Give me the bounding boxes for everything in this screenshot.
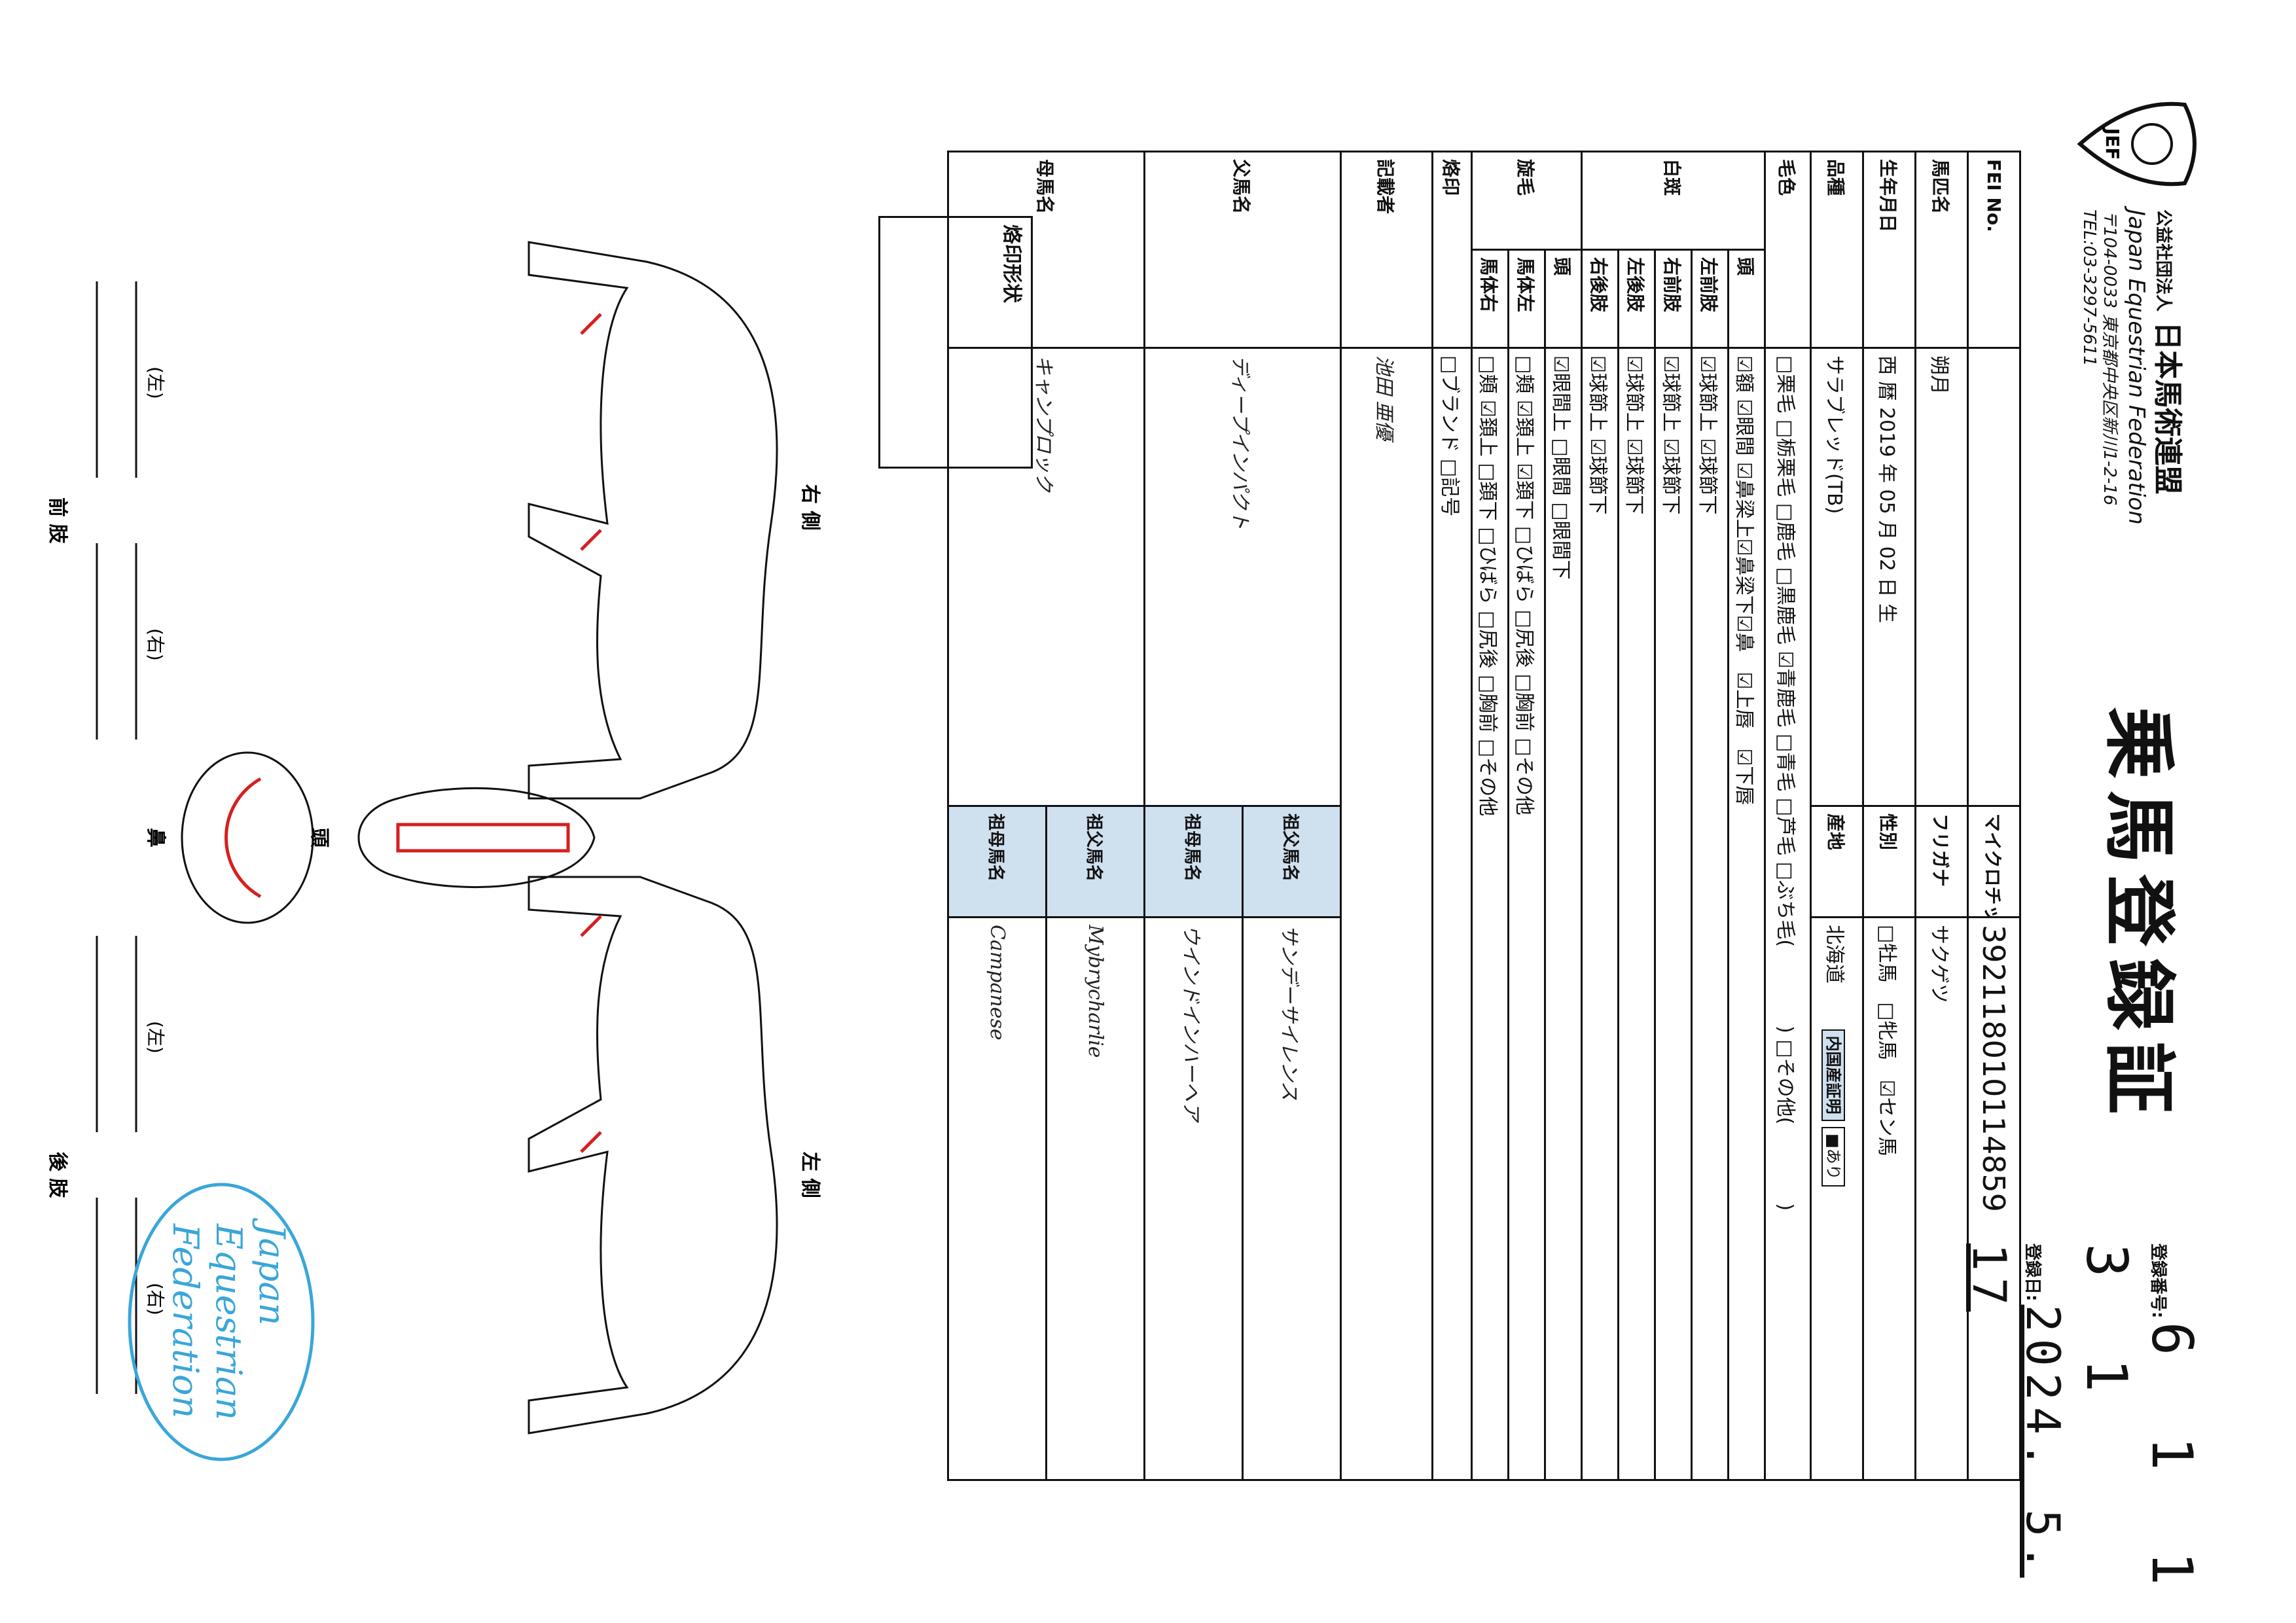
brand-label: 烙印 bbox=[1432, 151, 1472, 348]
hindleg-left-label: (左) bbox=[145, 1021, 166, 1054]
horse-nose bbox=[181, 751, 314, 924]
nose-label: 鼻 bbox=[144, 828, 167, 847]
hindlegs-label: 後 肢 bbox=[46, 1152, 69, 1198]
white-lh-options: ☑球節上 ☑球節下 bbox=[1618, 348, 1655, 1480]
sire-value: ディープインパクト bbox=[1144, 348, 1341, 806]
reg-number-label: 登録番号: bbox=[2148, 1243, 2168, 1319]
org-block: 公益社団法人 日本馬術連盟 Japan Equestrian Federatio… bbox=[2079, 209, 2191, 525]
color-label: 毛色 bbox=[1765, 151, 1811, 348]
white-head-options: ☑額 ☑眼間 ☑鼻梁上☑鼻梁下☑鼻 ☑上唇 ☑下唇 bbox=[1728, 348, 1765, 1480]
gdam-label: 祖母馬名 bbox=[1144, 806, 1243, 918]
org-tel: TEL:03-3297-5611 bbox=[2079, 209, 2099, 366]
whorl-left-label: 馬体左 bbox=[1508, 249, 1545, 348]
head-label: 頭 bbox=[308, 828, 331, 848]
reg-number: 6 1 1 3 1 bbox=[2073, 1243, 2204, 1609]
sire-label: 父馬名 bbox=[1144, 151, 1341, 348]
fei-value bbox=[1967, 348, 2020, 806]
org-type: 公益社団法人 bbox=[2153, 209, 2173, 312]
horse-outline-right-side bbox=[528, 241, 778, 800]
recorder-label: 記載者 bbox=[1340, 151, 1433, 348]
jef-logo-icon: JEF bbox=[2077, 101, 2197, 187]
breed-label: 品種 bbox=[1810, 151, 1863, 348]
microchip-value: 392118010114859 bbox=[1967, 917, 2020, 1480]
foreleg-left-label: (左) bbox=[145, 366, 166, 399]
furigana-value: サクゲツ bbox=[1915, 917, 1968, 1480]
gsire-value: サンデーサイレンス bbox=[1242, 917, 1341, 1480]
fei-label: FEI No. bbox=[1967, 151, 2020, 348]
white-rh-options: ☑球節上 ☑球節下 bbox=[1581, 348, 1619, 1480]
dgsire-label: 祖父馬名 bbox=[1046, 806, 1145, 918]
white-rh-label: 右後肢 bbox=[1581, 249, 1619, 348]
hindleg-right-label: (右) bbox=[145, 1283, 166, 1315]
leg-diagrams bbox=[96, 281, 137, 1394]
white-lh-label: 左後肢 bbox=[1618, 249, 1655, 348]
color-options: □栗毛 □栃栗毛 □鹿毛 □黒鹿毛 ☑青鹿毛 □青毛 □芦毛 □ぶち毛( ) □… bbox=[1765, 348, 1811, 1480]
brand-options: □ブランド □記号 bbox=[1432, 348, 1472, 1480]
stamp-line-2: Equestrian bbox=[208, 1224, 249, 1421]
left-side-label: 左 側 bbox=[798, 1152, 821, 1198]
page-title: 乗馬登録証 bbox=[2097, 707, 2181, 1126]
horse-head-front bbox=[357, 787, 596, 889]
name-value: 朔月 bbox=[1915, 348, 1968, 806]
forelegs-label: 前 肢 bbox=[46, 497, 69, 544]
whorl-label: 旋毛 bbox=[1471, 151, 1582, 250]
origin-label: 産地 bbox=[1810, 806, 1863, 918]
white-lf-label: 左前肢 bbox=[1691, 249, 1729, 348]
origin-cert-label: 内国産証明 bbox=[1821, 1029, 1846, 1121]
horse-diagram: 右 側 左 側 頭 鼻 (左) (右) (左) (右) 前 肢 後 肢 bbox=[46, 241, 821, 1435]
furigana-label: フリガナ bbox=[1915, 806, 1968, 918]
white-rf-label: 右前肢 bbox=[1655, 249, 1692, 348]
org-name-en: Japan Equestrian Federation bbox=[2123, 209, 2149, 525]
whorl-head-options: ☑眼間上 □眼間 □眼間下 bbox=[1545, 348, 1582, 1480]
birth-value: 西 暦 2019 年 05 月 02 日 生 bbox=[1863, 348, 1916, 806]
registration-table: FEI No. マイクロチップNo. 392118010114859 馬匹名 朔… bbox=[947, 151, 2021, 1481]
stamp-line-3: Federation bbox=[165, 1224, 206, 1419]
stamp-line-1: Japan bbox=[251, 1224, 293, 1326]
microchip-label: マイクロチップNo. bbox=[1967, 806, 2020, 918]
org-address: 〒104-0033 東京都中央区新川1-2-16 bbox=[2100, 209, 2119, 506]
federation-stamp: Japan Equestrian Federation bbox=[123, 1178, 319, 1466]
dgsire-value: Mybrycharlie bbox=[1046, 917, 1145, 1480]
whorl-left-options: □頬 ☑頚上 ☑頚下 □ひばら □尻後 □胸前 □その他 bbox=[1508, 348, 1545, 1480]
logo-text: JEF bbox=[2102, 127, 2123, 160]
white-label: 白斑 bbox=[1581, 151, 1765, 250]
white-lf-options: ☑球節上 ☑球節下 bbox=[1691, 348, 1729, 1480]
white-head-label: 頭 bbox=[1728, 249, 1765, 348]
whorl-head-label: 頭 bbox=[1545, 249, 1582, 348]
whorl-right-label: 馬体右 bbox=[1471, 249, 1509, 348]
right-side-label: 右 側 bbox=[798, 484, 821, 530]
name-label: 馬匹名 bbox=[1915, 151, 1968, 348]
breed-value: サラブレッド(TB) bbox=[1810, 348, 1863, 806]
stamp-ring-icon bbox=[128, 1183, 315, 1461]
origin-cert-value: ■あり bbox=[1821, 1127, 1846, 1186]
sex-options: □牡馬 □牝馬 ☑セン馬 bbox=[1863, 917, 1916, 1480]
white-rf-options: ☑球節上 ☑球節下 bbox=[1655, 348, 1692, 1480]
gsire-label: 祖父馬名 bbox=[1242, 806, 1341, 918]
recorder-value: 池田 亜優 bbox=[1340, 348, 1433, 1480]
whorl-right-options: □頬 ☑頚上 □頚下 □ひばら □尻後 □胸前 □その他 bbox=[1471, 348, 1509, 1480]
gdam-value: ウインドインハーヘア bbox=[1144, 917, 1243, 1480]
birth-label: 生年月日 bbox=[1863, 151, 1916, 348]
org-name: 日本馬術連盟 bbox=[2151, 321, 2184, 495]
origin-value: 北海道 bbox=[1823, 925, 1846, 984]
foreleg-right-label: (右) bbox=[145, 628, 166, 661]
horse-outline-left-side bbox=[528, 876, 778, 1435]
reg-date-label: 登録日: bbox=[2022, 1243, 2042, 1302]
white-markings bbox=[224, 313, 602, 1153]
sex-label: 性別 bbox=[1863, 806, 1916, 918]
